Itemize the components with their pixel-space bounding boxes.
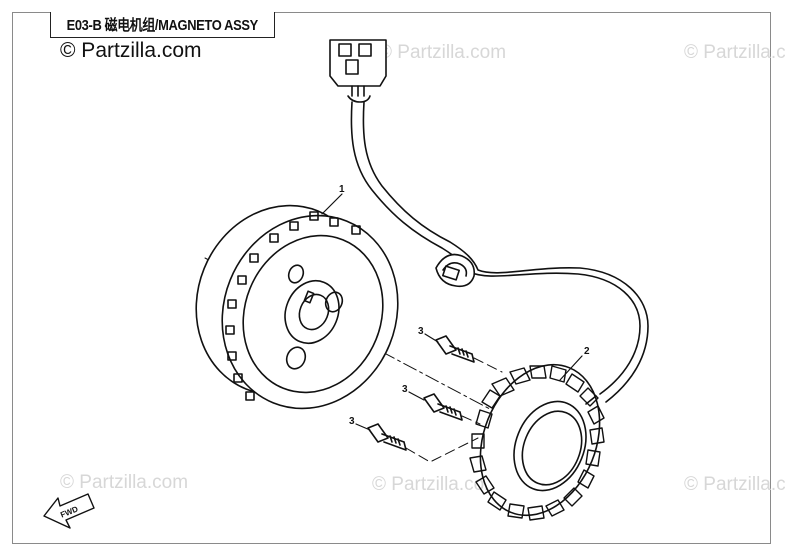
- callout-1: 1: [339, 184, 345, 195]
- callout-3-lower: 3: [349, 416, 355, 427]
- bolt-upper: [435, 335, 475, 363]
- callout-3-upper: 3: [418, 326, 424, 337]
- wire-connector: [329, 39, 387, 103]
- watermark-bottom-center: © Partzilla.com: [372, 474, 501, 495]
- watermark-bottom-right: © Partzilla.com: [684, 474, 785, 495]
- watermark-top-right: © Partzilla.com: [684, 42, 785, 63]
- diagram-frame: [12, 12, 771, 544]
- callout-2: 2: [584, 346, 590, 357]
- copyright-notice: © Partzilla.com: [60, 39, 202, 62]
- stator-coil: [469, 363, 605, 521]
- callout-3-middle: 3: [402, 384, 408, 395]
- bolt-lower: [367, 423, 407, 451]
- bolt-middle: [423, 393, 463, 421]
- assembly-guide-lines: [405, 357, 503, 463]
- fwd-arrow-icon: [43, 493, 95, 529]
- flywheel-rotor: [195, 204, 399, 410]
- wire-clamp: [435, 253, 476, 288]
- diagram-title: E03-B 磁电机组/MAGNETO ASSY: [66, 17, 259, 34]
- callout-leaders: [321, 193, 583, 431]
- watermark-bottom-left: © Partzilla.com: [60, 472, 189, 493]
- watermark-top-center: © Partzilla.com: [378, 42, 507, 63]
- wire-harness: [350, 101, 649, 403]
- title-box: E03-B 磁电机组/MAGNETO ASSY: [50, 12, 275, 38]
